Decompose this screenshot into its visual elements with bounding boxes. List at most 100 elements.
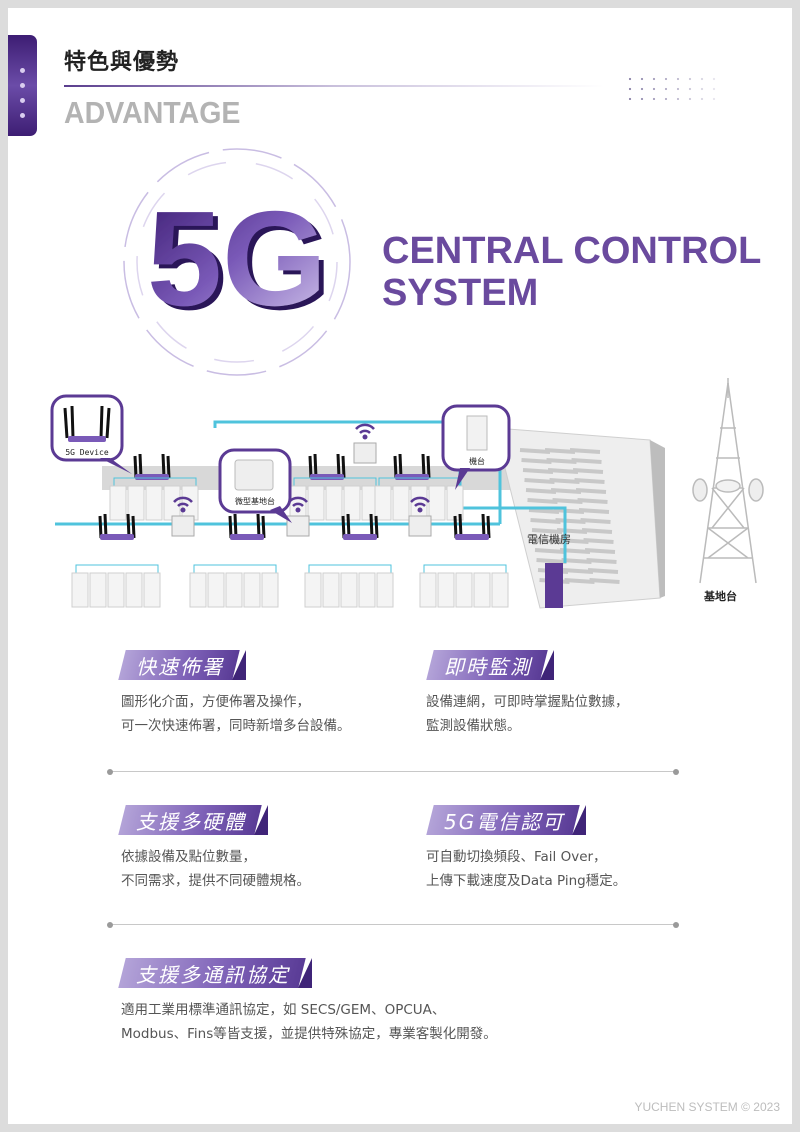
description-line: 依據設備及點位數量， bbox=[121, 849, 256, 865]
headline-line-1: CENTRAL CONTROL bbox=[382, 230, 762, 272]
machine-icon bbox=[243, 572, 261, 608]
machine-icon bbox=[340, 572, 358, 608]
feature-title: 5G電信認可 bbox=[444, 809, 565, 834]
machine-icon bbox=[428, 485, 446, 521]
machine-icon bbox=[392, 485, 410, 521]
machine-icon bbox=[89, 572, 107, 608]
title-divider bbox=[64, 85, 604, 87]
machine-icon bbox=[71, 572, 89, 608]
callout-micro-station: 微型基地台 bbox=[218, 448, 292, 523]
feature-description: 依據設備及點位數量， 不同需求，提供不同硬體規格。 bbox=[121, 845, 310, 893]
wifi-icon bbox=[171, 496, 195, 537]
description-line: 上傳下載速度及Data Ping穩定。 bbox=[426, 873, 627, 889]
feature-description: 圖形化介面，方便佈署及操作， 可一次快速佈署，同時新增多台設備。 bbox=[121, 690, 351, 738]
rack-slat bbox=[572, 468, 604, 474]
rack-slat bbox=[574, 478, 605, 484]
machine-icon bbox=[322, 572, 340, 608]
feature-description: 設備連網，可即時掌握點位數據， 監測設備狀態。 bbox=[426, 690, 629, 738]
description-line: 可一次快速佈署，同時新增多台設備。 bbox=[121, 718, 351, 734]
machine-icon bbox=[325, 485, 343, 521]
rack-slat bbox=[569, 448, 601, 454]
machine-icon bbox=[109, 485, 127, 521]
feature-title: 快速佈署 bbox=[136, 654, 224, 679]
machine-icon bbox=[189, 572, 207, 608]
wifi-icon bbox=[408, 496, 432, 537]
machine-icon bbox=[127, 485, 145, 521]
5g-router-icon bbox=[98, 513, 136, 540]
feature-badge: 支援多硬體 bbox=[118, 805, 268, 835]
machine-icon bbox=[107, 572, 125, 608]
feature-title: 支援多通訊協定 bbox=[136, 962, 290, 987]
machine-icon bbox=[374, 485, 392, 521]
description-line: Modbus、Fins等皆支援，並提供特殊協定，專業客製化開發。 bbox=[121, 1026, 497, 1042]
feature-description: 適用工業用標準通訊協定，如 SECS/GEM、OPCUA、 Modbus、Fins… bbox=[121, 998, 497, 1046]
rack-slat bbox=[589, 578, 620, 584]
label-micro-station: 微型基地台 bbox=[235, 496, 275, 506]
machine-icon bbox=[225, 572, 243, 608]
5g-text: 5G bbox=[147, 183, 327, 334]
wifi-icon bbox=[286, 496, 310, 537]
rack-slat bbox=[581, 528, 613, 534]
machine-icon bbox=[473, 572, 491, 608]
machine-icon bbox=[419, 572, 437, 608]
telecom-switch-icon bbox=[545, 563, 563, 608]
rack-slat bbox=[571, 458, 602, 464]
headline: CENTRAL CONTROL SYSTEM bbox=[382, 230, 761, 314]
base-station-tower-icon bbox=[692, 378, 764, 584]
micro-station-icon bbox=[171, 515, 195, 537]
machine-icon bbox=[437, 572, 455, 608]
machine-icon bbox=[163, 485, 181, 521]
machine-icon bbox=[455, 572, 473, 608]
micro-station-icon bbox=[286, 515, 310, 537]
wifi-icon bbox=[353, 423, 377, 464]
copyright: YUCHEN SYSTEM © 2023 bbox=[634, 1100, 780, 1114]
description-line: 圖形化介面，方便佈署及操作， bbox=[121, 694, 310, 710]
description-line: 不同需求，提供不同硬體規格。 bbox=[121, 873, 310, 889]
label-machine: 機台 bbox=[469, 456, 485, 466]
description-line: 監測設備狀態。 bbox=[426, 718, 521, 734]
machine-icon bbox=[145, 485, 163, 521]
section-divider bbox=[107, 768, 679, 775]
rack-slat bbox=[587, 568, 619, 574]
rack-slat bbox=[575, 488, 607, 494]
description-line: 適用工業用標準通訊協定，如 SECS/GEM、OPCUA、 bbox=[121, 1002, 446, 1018]
feature-badge: 快速佈署 bbox=[118, 650, 246, 680]
page-subtitle: ADVANTAGE bbox=[64, 95, 241, 130]
machine-icon bbox=[376, 572, 394, 608]
feature-description: 可自動切換頻段、Fail Over，上傳下載速度及Data Ping穩定。 bbox=[426, 845, 626, 893]
circular-arrows-icon bbox=[123, 148, 351, 376]
rack-slat bbox=[586, 558, 617, 564]
feature-title: 支援多硬體 bbox=[136, 809, 246, 834]
rack-slat bbox=[584, 548, 616, 554]
5g-router-icon bbox=[341, 513, 379, 540]
feature-badge: 即時監測 bbox=[426, 650, 554, 680]
section-divider bbox=[107, 921, 679, 928]
machine-icon bbox=[491, 572, 509, 608]
network-diagram: 電信機房 基地台 5G Device 微型基地台 機台 bbox=[50, 378, 764, 609]
machine-icon bbox=[343, 485, 361, 521]
machine-icon bbox=[261, 572, 279, 608]
feature-title: 即時監測 bbox=[444, 654, 532, 679]
rack-slat bbox=[578, 508, 610, 514]
feature-badge: 支援多通訊協定 bbox=[118, 958, 312, 988]
label-telecom-room: 電信機房 bbox=[527, 532, 571, 546]
machine-icon bbox=[358, 572, 376, 608]
label-5g-device: 5G Device bbox=[65, 448, 109, 457]
headline-line-2: SYSTEM bbox=[382, 272, 539, 314]
machine-icon bbox=[125, 572, 143, 608]
description-line: 設備連網，可即時掌握點位數據， bbox=[426, 694, 629, 710]
micro-station-icon bbox=[408, 515, 432, 537]
5g-router-icon bbox=[228, 513, 266, 540]
callout-machine: 機台 bbox=[441, 404, 511, 490]
machine-icon bbox=[207, 572, 225, 608]
5g-router-icon bbox=[453, 513, 491, 540]
rack-slat bbox=[583, 538, 614, 544]
page-title: 特色與優勢 bbox=[64, 50, 180, 75]
rack-slat bbox=[577, 498, 608, 504]
callout-5g-device: 5G Device bbox=[50, 394, 132, 474]
5g-logo: 5G bbox=[123, 148, 351, 376]
machine-icon bbox=[304, 572, 322, 608]
machine-icon bbox=[307, 485, 325, 521]
label-base-station: 基地台 bbox=[703, 589, 737, 603]
side-tab-decoration bbox=[8, 35, 37, 136]
